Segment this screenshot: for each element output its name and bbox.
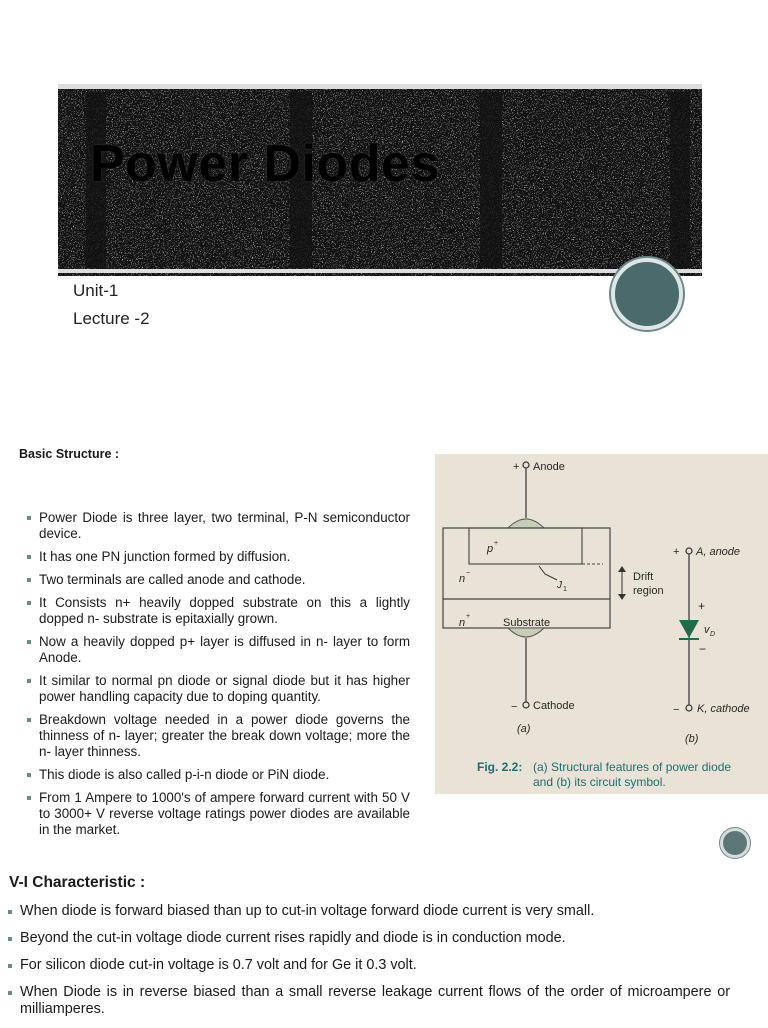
list-item: Now a heavily dopped p+ layer is diffuse… — [26, 634, 410, 666]
substrate-label: Substrate — [503, 617, 550, 629]
svg-text:−: − — [511, 701, 517, 713]
svg-text:D: D — [710, 631, 715, 638]
plus-label: + — [698, 599, 705, 613]
title-banner-texture — [58, 84, 702, 276]
list-item: It has one PN junction formed by diffusi… — [26, 549, 410, 565]
junction-label: J — [556, 580, 563, 591]
label-a: (a) — [517, 723, 531, 735]
p-plus-label: p — [486, 543, 493, 555]
list-item: For silicon diode cut-in voltage is 0.7 … — [6, 957, 730, 974]
cathode-label: Cathode — [533, 700, 575, 712]
label-b: (b) — [685, 733, 699, 745]
caption-line-2: and (b) its circuit symbol. — [533, 775, 666, 789]
unit-label: Unit-1 — [73, 281, 119, 300]
drift-label-1: Drift — [633, 571, 653, 583]
list-item: When diode is forward biased than up to … — [6, 903, 730, 920]
power-diode-figure: + Anode p + n − J 1 n + Substrate Drift … — [435, 454, 768, 794]
caption-figure-number: Fig. 2.2: — [477, 760, 522, 774]
list-item: This diode is also called p-i-n diode or… — [26, 767, 410, 783]
svg-text:1: 1 — [563, 586, 567, 593]
minus-label: − — [699, 642, 706, 656]
svg-text:+: + — [494, 540, 498, 547]
lecture-label: Lecture -2 — [73, 309, 150, 328]
structure-bullet-list: Power Diode is three layer, two terminal… — [26, 510, 410, 845]
vi-characteristic-heading: V-I Characteristic : — [9, 874, 146, 891]
drift-label-2: region — [633, 585, 664, 597]
caption-line-1: (a) Structural features of power diode — [533, 760, 731, 774]
svg-text:−: − — [673, 704, 679, 716]
decorative-circle — [611, 258, 683, 330]
slide-title: Power Diodes — [90, 135, 440, 193]
anode-label: Anode — [533, 461, 565, 473]
list-item: Beyond the cut-in voltage diode current … — [6, 930, 730, 947]
decorative-circle-small — [720, 828, 750, 858]
list-item: Two terminals are called anode and catho… — [26, 572, 410, 588]
n-minus-label: n — [459, 573, 465, 585]
svg-text:+: + — [466, 613, 470, 620]
vd-label: v — [704, 624, 711, 636]
basic-structure-heading: Basic Structure : — [19, 447, 120, 461]
list-item: It similar to normal pn diode or signal … — [26, 673, 410, 705]
list-item: Power Diode is three layer, two terminal… — [26, 510, 410, 542]
svg-text:+: + — [673, 546, 679, 558]
svg-text:+: + — [513, 461, 519, 473]
vi-bullet-list: When diode is forward biased than up to … — [6, 903, 730, 1028]
symbol-anode-label: A, anode — [695, 546, 740, 558]
list-item: From 1 Ampere to 1000's of ampere forwar… — [26, 790, 410, 838]
n-plus-label: n — [459, 617, 465, 629]
symbol-cathode-label: K, cathode — [697, 703, 750, 715]
list-item: It Consists n+ heavily dopped substrate … — [26, 595, 410, 627]
list-item: When Diode is in reverse biased than a s… — [6, 984, 730, 1018]
svg-text:−: − — [466, 570, 470, 577]
list-item: Breakdown voltage needed in a power diod… — [26, 712, 410, 760]
